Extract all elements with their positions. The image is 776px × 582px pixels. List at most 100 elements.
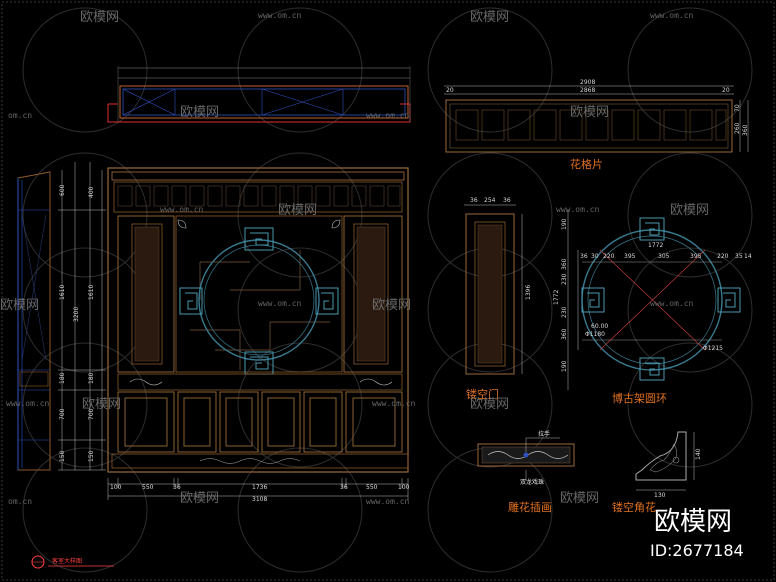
- dim-left-700: 700: [59, 408, 66, 420]
- watermark-brand-12: 欧模网: [560, 491, 599, 506]
- dim-ring-35: 35: [735, 253, 743, 260]
- left-side-section: [17, 171, 51, 471]
- annotation-pattern: 双龙戏珠: [520, 478, 544, 486]
- dim-left2-150: 150: [88, 450, 95, 462]
- label-carved-panel: 雕花插画: [508, 500, 552, 514]
- top-cornice-plan: [107, 66, 411, 123]
- dim-left2-1610: 1610: [88, 285, 95, 300]
- dim-ring-left-230-b: 230: [561, 306, 568, 318]
- dim-ring-left-230-a: 230: [561, 273, 568, 285]
- dim-bottom-1736: 1736: [252, 484, 267, 491]
- dim-total-3200: 3200: [73, 307, 80, 322]
- dim-bottom-36-right: 36: [340, 484, 348, 491]
- watermark-brand-2: 欧模网: [470, 10, 509, 25]
- dim-lattice-20-right: 20: [722, 87, 730, 94]
- dim-left-600: 600: [59, 184, 66, 196]
- watermark-url-3: om.cn: [8, 111, 32, 120]
- dim-ring-6000: 60.00: [591, 323, 608, 330]
- label-lattice-panel: 花格片: [570, 157, 603, 171]
- dim-bottom-100-right: 100: [398, 484, 410, 491]
- watermark-brand-5: 欧模网: [278, 203, 317, 218]
- dim-lattice-20-left: 20: [446, 87, 454, 94]
- dim-hollow-1396: 1396: [525, 285, 532, 300]
- drawing-title-block: [31, 555, 114, 569]
- label-curio-ring: 博古架圆环: [612, 392, 667, 405]
- drawing-title: 客室大样图: [52, 557, 82, 565]
- watermark-url-6: www.om.cn: [556, 205, 600, 214]
- dim-ring-left-1772: 1772: [553, 290, 560, 305]
- dim-ring-left-190-a: 190: [561, 218, 568, 230]
- watermark-brand-10: 欧模网: [470, 397, 509, 412]
- dim-corner-140: 140: [695, 448, 702, 460]
- dim-hollow-254: 254: [484, 197, 496, 204]
- dim-bottom-550-left: 550: [142, 484, 154, 491]
- label-carved-corner: 镂空角花: [612, 500, 656, 514]
- dim-ring-phi1180: Φ1180: [585, 331, 605, 338]
- watermark-brand-11: 欧模网: [180, 491, 219, 506]
- watermark-brand-6: 欧模网: [670, 203, 709, 218]
- watermark-url-12: www.om.cn: [366, 497, 410, 506]
- watermark-url-9: www.om.cn: [6, 399, 50, 408]
- dim-ring-36: 36: [580, 253, 588, 260]
- dim-main-width: 3108: [252, 496, 267, 503]
- dim-lattice-260: 260: [734, 122, 741, 134]
- watermark-url-10: www.om.cn: [372, 399, 416, 408]
- watermark-url-1: www.om.cn: [258, 11, 302, 20]
- dim-ring-phi1215: Φ1215: [703, 345, 723, 352]
- watermark-brand-4: 欧模网: [570, 105, 609, 120]
- brand-id-text: ID:2677184: [650, 541, 744, 560]
- dim-ring-30: 30: [591, 253, 599, 260]
- label-hollow-door: 镂空门: [466, 387, 499, 401]
- main-left-dimensions: [58, 162, 106, 471]
- dim-left2-180: 180: [88, 372, 95, 384]
- dim-left2-400: 400: [88, 186, 95, 198]
- dim-ring-220-b: 220: [717, 253, 729, 260]
- watermark-layer: 欧模网 www.om.cn 欧模网 www.om.cn om.cn 欧模网 ww…: [0, 10, 709, 506]
- dim-ring-220-a: 220: [603, 253, 615, 260]
- dim-ring-left-190-b: 190: [561, 360, 568, 372]
- annotation-handle: 拉手: [538, 430, 550, 438]
- watermark-url-5: www.om.cn: [160, 205, 204, 214]
- dim-corner-130: 130: [654, 492, 666, 499]
- watermark-brand-9: 欧模网: [82, 397, 121, 412]
- dim-ring-left-360-a: 360: [561, 258, 568, 270]
- dim-lattice-2868: 2868: [580, 87, 595, 94]
- watermark-url-2: www.om.cn: [650, 11, 694, 20]
- dim-left2-700: 700: [88, 408, 95, 420]
- dim-left-150: 150: [59, 450, 66, 462]
- watermark-url-8: www.om.cn: [650, 299, 694, 308]
- dim-left-180: 180: [59, 372, 66, 384]
- dim-ring-305: 305: [658, 253, 670, 260]
- dim-ring-14: 14: [744, 253, 752, 260]
- curio-ring: [567, 210, 741, 390]
- watermark-url-4: www.om.cn: [366, 111, 410, 120]
- dim-hollow-36-a: 36: [470, 197, 478, 204]
- main-elevation: [107, 167, 409, 473]
- dim-lattice-360: 360: [742, 124, 749, 136]
- watermark-brand-3: 欧模网: [180, 105, 219, 120]
- dim-lattice-2908: 2908: [580, 79, 595, 86]
- hollow-door-panel: [464, 204, 523, 375]
- lattice-panel: [444, 85, 749, 153]
- carved-insert-panel: [477, 437, 575, 480]
- watermark-brand-8: 欧模网: [372, 298, 411, 313]
- dim-lattice-70: 70: [734, 104, 741, 112]
- dim-bottom-550-right: 550: [366, 484, 378, 491]
- dim-hollow-36-b: 36: [503, 197, 511, 204]
- carved-corner-piece: [635, 431, 695, 491]
- main-bottom-dimensions: [107, 478, 409, 500]
- dim-ring-395-b: 395: [690, 253, 702, 260]
- watermark-brand-7: 欧模网: [0, 298, 39, 313]
- dim-ring-left-360-b: 360: [561, 328, 568, 340]
- watermark-brand-1: 欧模网: [80, 10, 119, 25]
- watermark-url-7: www.om.cn: [258, 299, 302, 308]
- brand-logo-text: 欧模网: [654, 507, 732, 537]
- dim-bottom-100-left: 100: [110, 484, 122, 491]
- dim-left-1610: 1610: [59, 285, 66, 300]
- dim-bottom-36-left: 36: [173, 484, 181, 491]
- watermark-url-11: om.cn: [8, 497, 32, 506]
- dim-ring-395-a: 395: [624, 253, 636, 260]
- dim-ring-1772: 1772: [648, 242, 663, 249]
